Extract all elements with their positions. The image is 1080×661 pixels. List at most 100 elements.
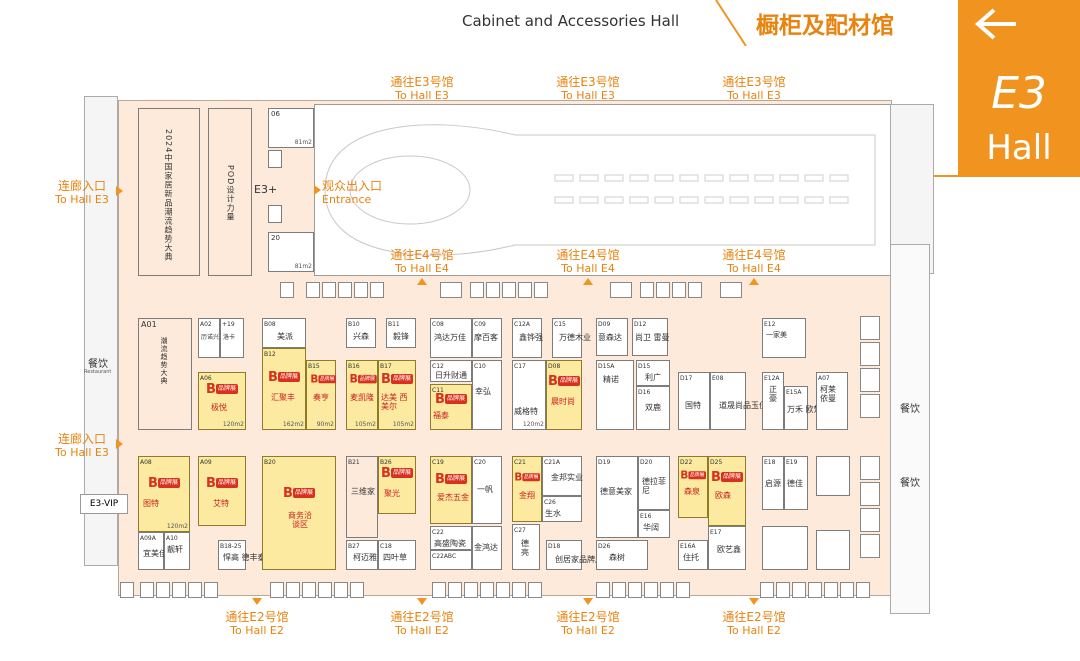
booth-small[interactable] — [268, 205, 282, 223]
booth-small[interactable] — [350, 582, 364, 598]
booth-C22-jinhongda[interactable]: 金鸿达 — [472, 526, 502, 570]
booth-C22ABC[interactable]: C22ABC — [430, 550, 472, 570]
booth-small[interactable] — [824, 582, 838, 598]
booth-small[interactable] — [480, 582, 494, 598]
booth-small[interactable] — [518, 282, 532, 298]
booth-small[interactable] — [528, 582, 542, 598]
booth-E18[interactable] — [762, 526, 808, 570]
booth-small[interactable] — [370, 282, 384, 298]
booth-small[interactable] — [860, 534, 880, 558]
booth-small[interactable] — [302, 582, 316, 598]
pod-zone[interactable]: POD设计力量 — [208, 108, 252, 276]
booth-small[interactable] — [448, 582, 462, 598]
booth-small[interactable] — [596, 582, 610, 598]
booth-small[interactable] — [612, 582, 626, 598]
booth-small[interactable] — [354, 282, 368, 298]
booth-small[interactable] — [440, 282, 462, 298]
booth-small[interactable] — [644, 582, 658, 598]
booth-small[interactable] — [792, 582, 806, 598]
booth-small[interactable] — [432, 582, 446, 598]
booth-E19[interactable] — [816, 530, 850, 570]
booth-small[interactable] — [322, 282, 336, 298]
booth-small[interactable] — [172, 582, 186, 598]
booth-small[interactable] — [640, 282, 654, 298]
booth-small[interactable] — [338, 282, 352, 298]
booth-small[interactable] — [860, 368, 880, 392]
booth-small[interactable] — [270, 582, 284, 598]
booth-small[interactable] — [306, 282, 320, 298]
booth-small[interactable] — [334, 582, 348, 598]
booth-small[interactable] — [856, 582, 870, 598]
arrow-left-icon[interactable] — [966, 4, 1026, 44]
booth-small[interactable] — [776, 582, 790, 598]
trend-expo-zone[interactable]: 2024中国家居新品潮流趋势大典 — [138, 108, 200, 276]
booth-small[interactable] — [280, 282, 294, 298]
booth-small[interactable] — [860, 394, 880, 418]
booth-small[interactable] — [656, 282, 670, 298]
booth-small[interactable] — [286, 582, 300, 598]
booth-small[interactable] — [470, 282, 484, 298]
booth-E17[interactable] — [816, 456, 850, 496]
booth-small[interactable] — [268, 150, 282, 168]
booth-small[interactable] — [120, 582, 134, 598]
booth-small[interactable] — [860, 482, 880, 506]
booth-small[interactable] — [860, 508, 880, 532]
booth-small[interactable] — [676, 582, 690, 598]
e3-vip-room[interactable]: E3-VIP — [80, 494, 128, 514]
booth-small[interactable] — [760, 582, 774, 598]
booth-small[interactable] — [860, 456, 880, 480]
